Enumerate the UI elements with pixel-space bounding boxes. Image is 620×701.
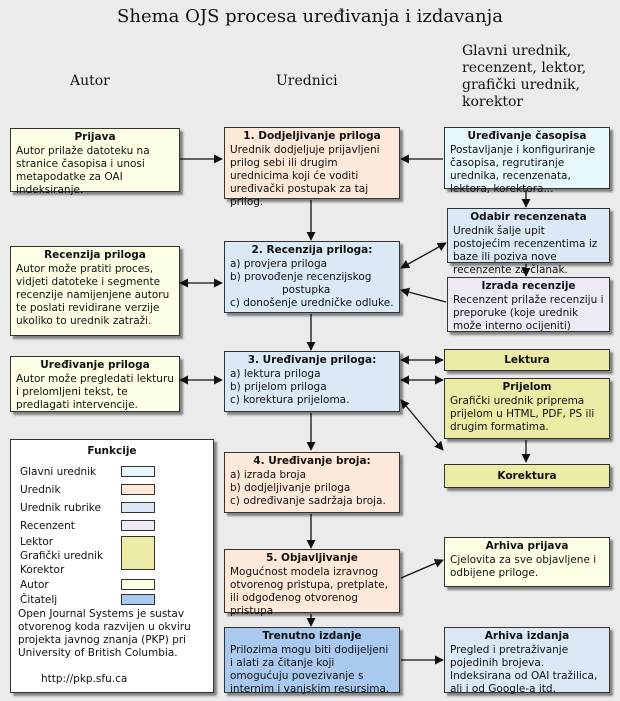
box-heading: Prijelom <box>502 381 552 393</box>
step-review-box: 2. Recenzija priloga: a) provjera prilog… <box>224 241 400 313</box>
box-heading: 3. Uređivanje priloga: <box>247 354 377 366</box>
legend-panel: Funkcije Glavni urednik Urednik Urednik … <box>10 439 214 693</box>
box-heading: 1. Dodjeljivanje priloga <box>243 130 381 142</box>
legend-swatch <box>121 536 155 570</box>
box-heading: Odabir recenzenata <box>470 211 587 223</box>
box-text: Recenzent prilaže recenziju i preporuke … <box>453 294 604 332</box>
list-item: b) dodjeljivanje priloga <box>230 482 351 494</box>
list-item: c) određivanje sadržaja broja. <box>230 495 386 507</box>
author-editing-box: Uređivanje priloga Autor može pregledati… <box>10 356 180 412</box>
box-heading: Arhiva prijava <box>485 540 569 552</box>
author-submission-box: Prijava Autor prilaže datoteku na strani… <box>10 128 180 196</box>
journal-setup-box: Uređivanje časopisa Postavljanje i konfi… <box>444 127 610 195</box>
box-heading: Korektura <box>497 469 557 482</box>
box-text: Postavljanje i konfiguriranje časopisa, … <box>450 144 596 195</box>
box-heading: 5. Objavljivanje <box>266 552 358 564</box>
legend-swatch <box>121 466 155 477</box>
archive-issues-box: Arhiva izdanja Pregled i pretraživanje p… <box>444 627 610 695</box>
list-item: a) izrada broja <box>230 469 307 481</box>
copyedit-box: Lektura <box>444 349 610 371</box>
legend-swatch <box>121 579 155 590</box>
list-item: b) provođenje recenzijskog <box>230 271 372 283</box>
diagram-title: Shema OJS procesa uređivanja i izdavanja <box>117 6 503 27</box>
step-issue-list: a) izrada broja b) dodjeljivanje priloga… <box>230 469 394 508</box>
box-text: Urednik šalje upit postojećim recenzenti… <box>453 225 598 276</box>
step-issue-box: 4. Uređivanje broja: a) izrada broja b) … <box>224 452 400 513</box>
box-text: Prilozima mogu biti dodijeljeni i alati … <box>230 644 390 695</box>
box-heading: Uređivanje priloga <box>40 359 150 371</box>
box-heading: Izrada recenzije <box>481 280 576 292</box>
proofread-box: Korektura <box>444 464 610 488</box>
step-editing-box: 3. Uređivanje priloga: a) lektura prilog… <box>224 351 400 412</box>
arrow-select-review <box>400 242 447 269</box>
reviewer-select-box: Odabir recenzenata Urednik šalje upit po… <box>447 208 610 276</box>
archive-submissions-box: Arhiva prijava Cjelovita za sve objavlje… <box>444 537 610 587</box>
step-assign-box: 1. Dodjeljivanje priloga Urednik dodjelj… <box>224 127 400 208</box>
column-heading-others-line: grafički urednik, <box>462 77 580 93</box>
list-item: c) korektura prijeloma. <box>230 394 350 406</box>
column-heading-others-line: recenzent, lektor, <box>462 60 587 76</box>
column-heading-others: Glavni urednik, recenzent, lektor, grafi… <box>462 43 586 111</box>
review-write-box: Izrada recenzije Recenzent prilaže recen… <box>447 277 610 332</box>
box-text: Pregled i pretraživanje pojedinih brojev… <box>450 644 598 695</box>
box-text: Grafički urednik priprema prijelom u HTM… <box>450 395 595 433</box>
legend-label: Lektor <box>20 536 54 548</box>
step-review-list: a) provjera priloga b) provođenje recenz… <box>230 258 394 310</box>
column-heading-author: Autor <box>70 73 110 89</box>
list-item: a) provjera priloga <box>230 258 328 270</box>
legend-swatch <box>121 594 155 605</box>
arrow-publish-archive-submissions <box>400 559 444 579</box>
arrow-editing-proofread <box>400 399 444 451</box>
list-item: postupka <box>282 284 331 296</box>
legend-label: Urednik rubrike <box>20 502 101 514</box>
legend-label: Urednik <box>20 484 61 496</box>
box-heading: Uređivanje časopisa <box>467 130 587 142</box>
author-review-box: Recenzija priloga Autor može pratiti pro… <box>10 246 180 336</box>
box-heading: Prijava <box>74 131 116 143</box>
box-text: Autor prilaže datoteku na stranice časop… <box>16 145 150 196</box>
column-heading-others-line: Glavni urednik, <box>462 43 572 59</box>
box-heading: Trenutno izdanje <box>262 630 362 642</box>
legend-label: Čitatelj <box>20 594 58 606</box>
legend-swatch <box>121 520 155 531</box>
list-item: b) prijelom priloga <box>230 381 327 393</box>
legend-swatch <box>121 502 155 513</box>
legend-label: Glavni urednik <box>20 466 97 478</box>
box-heading: 4. Uređivanje broja: <box>253 455 371 467</box>
legend-url: http://pkp.sfu.ca <box>41 673 128 685</box>
legend-label: Recenzent <box>20 520 75 532</box>
box-heading: Recenzija priloga <box>44 249 146 261</box>
box-text: Autor može pregledati lekturu i prelomlj… <box>16 373 174 411</box>
legend-label: Grafički urednik <box>20 550 104 562</box>
legend-swatch <box>121 484 155 495</box>
legend-label: Autor <box>20 579 49 591</box>
step-editing-list: a) lektura priloga b) prijelom priloga c… <box>230 368 394 407</box>
layout-box: Prijelom Grafički urednik priprema prije… <box>444 378 610 439</box>
legend-title: Funkcije <box>87 445 137 457</box>
box-heading: Arhiva izdanja <box>484 630 570 642</box>
box-text: Cjelovita za sve objavljene i odbijene p… <box>450 554 597 579</box>
legend-credit: Open Journal Systems je sustav otvorenog… <box>18 608 191 659</box>
box-heading: 2. Recenzija priloga: <box>251 244 373 256</box>
column-heading-editors: Urednici <box>276 73 338 89</box>
current-issue-box: Trenutno izdanje Prilozima mogu biti dod… <box>224 627 400 695</box>
step-publish-box: 5. Objavljivanje Mogućnost modela izravn… <box>224 549 400 617</box>
box-text: Mogućnost modela izravnog otvorenog pris… <box>230 566 388 617</box>
box-text: Autor može pratiti proces, vidjeti datot… <box>16 263 170 327</box>
box-text: Urednik dodjeljuje prijavljeni prilog se… <box>230 144 380 208</box>
box-heading: Lektura <box>504 353 550 366</box>
arrow-write-review <box>400 287 447 303</box>
legend-label: Korektor <box>20 564 65 576</box>
column-heading-others-line: korektor <box>462 94 524 110</box>
list-item: a) lektura priloga <box>230 368 321 380</box>
list-item: c) donošenje uredničke odluke. <box>230 297 394 309</box>
